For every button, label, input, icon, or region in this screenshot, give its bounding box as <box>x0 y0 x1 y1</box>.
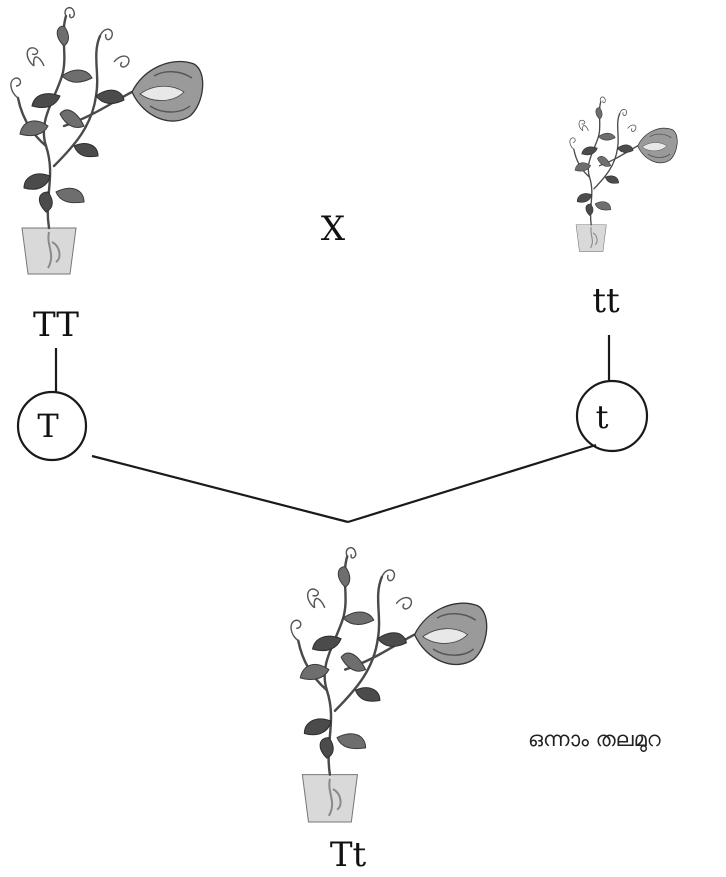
tall-parent-plant-illustration <box>9 6 204 276</box>
fertilization-line-left <box>91 454 349 524</box>
gamete-circle-right <box>575 379 649 453</box>
gamete-label-right: t <box>596 398 609 436</box>
cross-symbol: X <box>321 209 346 249</box>
parent-genotype-tall: TT <box>33 305 79 345</box>
gamete-label-left: T <box>37 407 59 445</box>
offspring-plant-illustration <box>289 546 488 824</box>
parent-genotype-dwarf: tt <box>592 281 620 321</box>
gamete-circle-left <box>16 390 88 462</box>
offspring-genotype: Tt <box>330 835 367 875</box>
generation-label: ഒന്നാം തലമുറ <box>528 727 661 751</box>
dwarf-parent-plant-illustration <box>569 96 678 253</box>
fertilization-line-right <box>347 443 597 524</box>
